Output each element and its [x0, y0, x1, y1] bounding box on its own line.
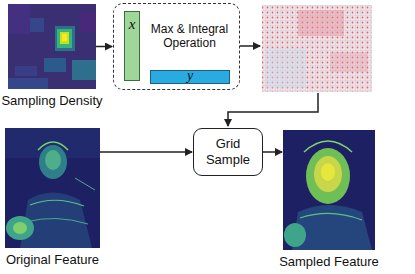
process-box: Grid Sample: [193, 128, 263, 176]
flow-arrow: [96, 46, 112, 48]
image-caption: Original Feature: [6, 252, 99, 267]
density-heatmap: [8, 4, 96, 89]
flow-arrow: [240, 45, 260, 47]
box-label: Grid Sample: [194, 136, 262, 168]
axis-symbol: x: [125, 16, 139, 32]
sampled-feature-map: [283, 130, 375, 250]
operation-box: Max & Integral Operationx y: [113, 3, 240, 90]
flow-arrow: [100, 151, 192, 153]
box-label: Max & Integral Operation: [142, 22, 237, 50]
flow-arrow: [228, 93, 318, 126]
original-feature-map: [5, 128, 100, 248]
sampling-grid: [262, 5, 372, 92]
y-vector-bar: y: [150, 70, 230, 84]
image-caption: Sampling Density: [1, 93, 102, 108]
axis-symbol: y: [151, 69, 229, 83]
x-vector-bar: x: [124, 11, 140, 81]
image-caption: Sampled Feature: [279, 254, 379, 269]
sampled-feature-node: Sampled Feature: [283, 130, 375, 250]
original-feature-node: Original Feature: [5, 128, 100, 248]
flow-arrow: [263, 151, 282, 153]
density-image-node: Sampling Density: [8, 4, 96, 89]
